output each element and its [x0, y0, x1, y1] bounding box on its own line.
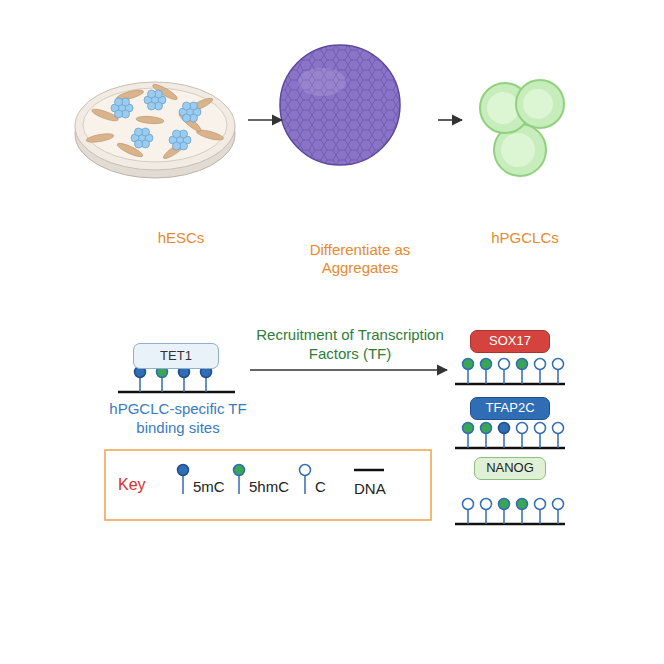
process-arrow: [438, 119, 462, 121]
legend-text: DNA: [354, 480, 386, 497]
recruitment-arrow: [250, 369, 447, 371]
tf-box: SOX17: [470, 330, 550, 353]
petri-dish: [75, 82, 235, 178]
dna-strand: [455, 423, 565, 449]
stage-label: Differentiate as Aggregates: [295, 241, 425, 279]
stage-label: hESCs: [158, 229, 205, 248]
legend-sample: [176, 458, 190, 498]
site-label: hPGCLC-specific TF binding sites: [103, 400, 253, 438]
illustration-node: hESCs: [114, 40, 248, 248]
dna-strand: [455, 359, 565, 385]
dna-strand: [455, 499, 565, 525]
legend-text: 5mC: [193, 478, 225, 495]
tf-name: SOX17: [489, 333, 531, 349]
stage-label: hPGCLCs: [491, 229, 559, 248]
pgclc-cells: [480, 80, 564, 176]
key-frame: [105, 450, 431, 520]
illustration-node: hPGCLCs: [462, 40, 588, 248]
legend-text: C: [315, 478, 326, 495]
legend-sample: [298, 458, 312, 498]
aggregate-sphere: [280, 45, 400, 165]
tf-name: NANOG: [486, 460, 534, 476]
tf-name: TET1: [160, 348, 192, 364]
tf-name: TFAP2C: [485, 400, 534, 416]
tf-box: TFAP2C: [470, 397, 550, 420]
tf-box: NANOG: [474, 457, 546, 480]
process-label: Recruitment of Transcription Factors (TF…: [250, 326, 450, 364]
process-arrow: [248, 119, 282, 121]
legend-sample: [232, 458, 246, 498]
illustration-node: Differentiate as Aggregates: [282, 40, 438, 278]
dna-strand: [118, 367, 235, 393]
tf-box: TET1: [133, 343, 219, 369]
legend-text: 5hmC: [249, 478, 289, 495]
key-title: Key: [118, 475, 162, 495]
